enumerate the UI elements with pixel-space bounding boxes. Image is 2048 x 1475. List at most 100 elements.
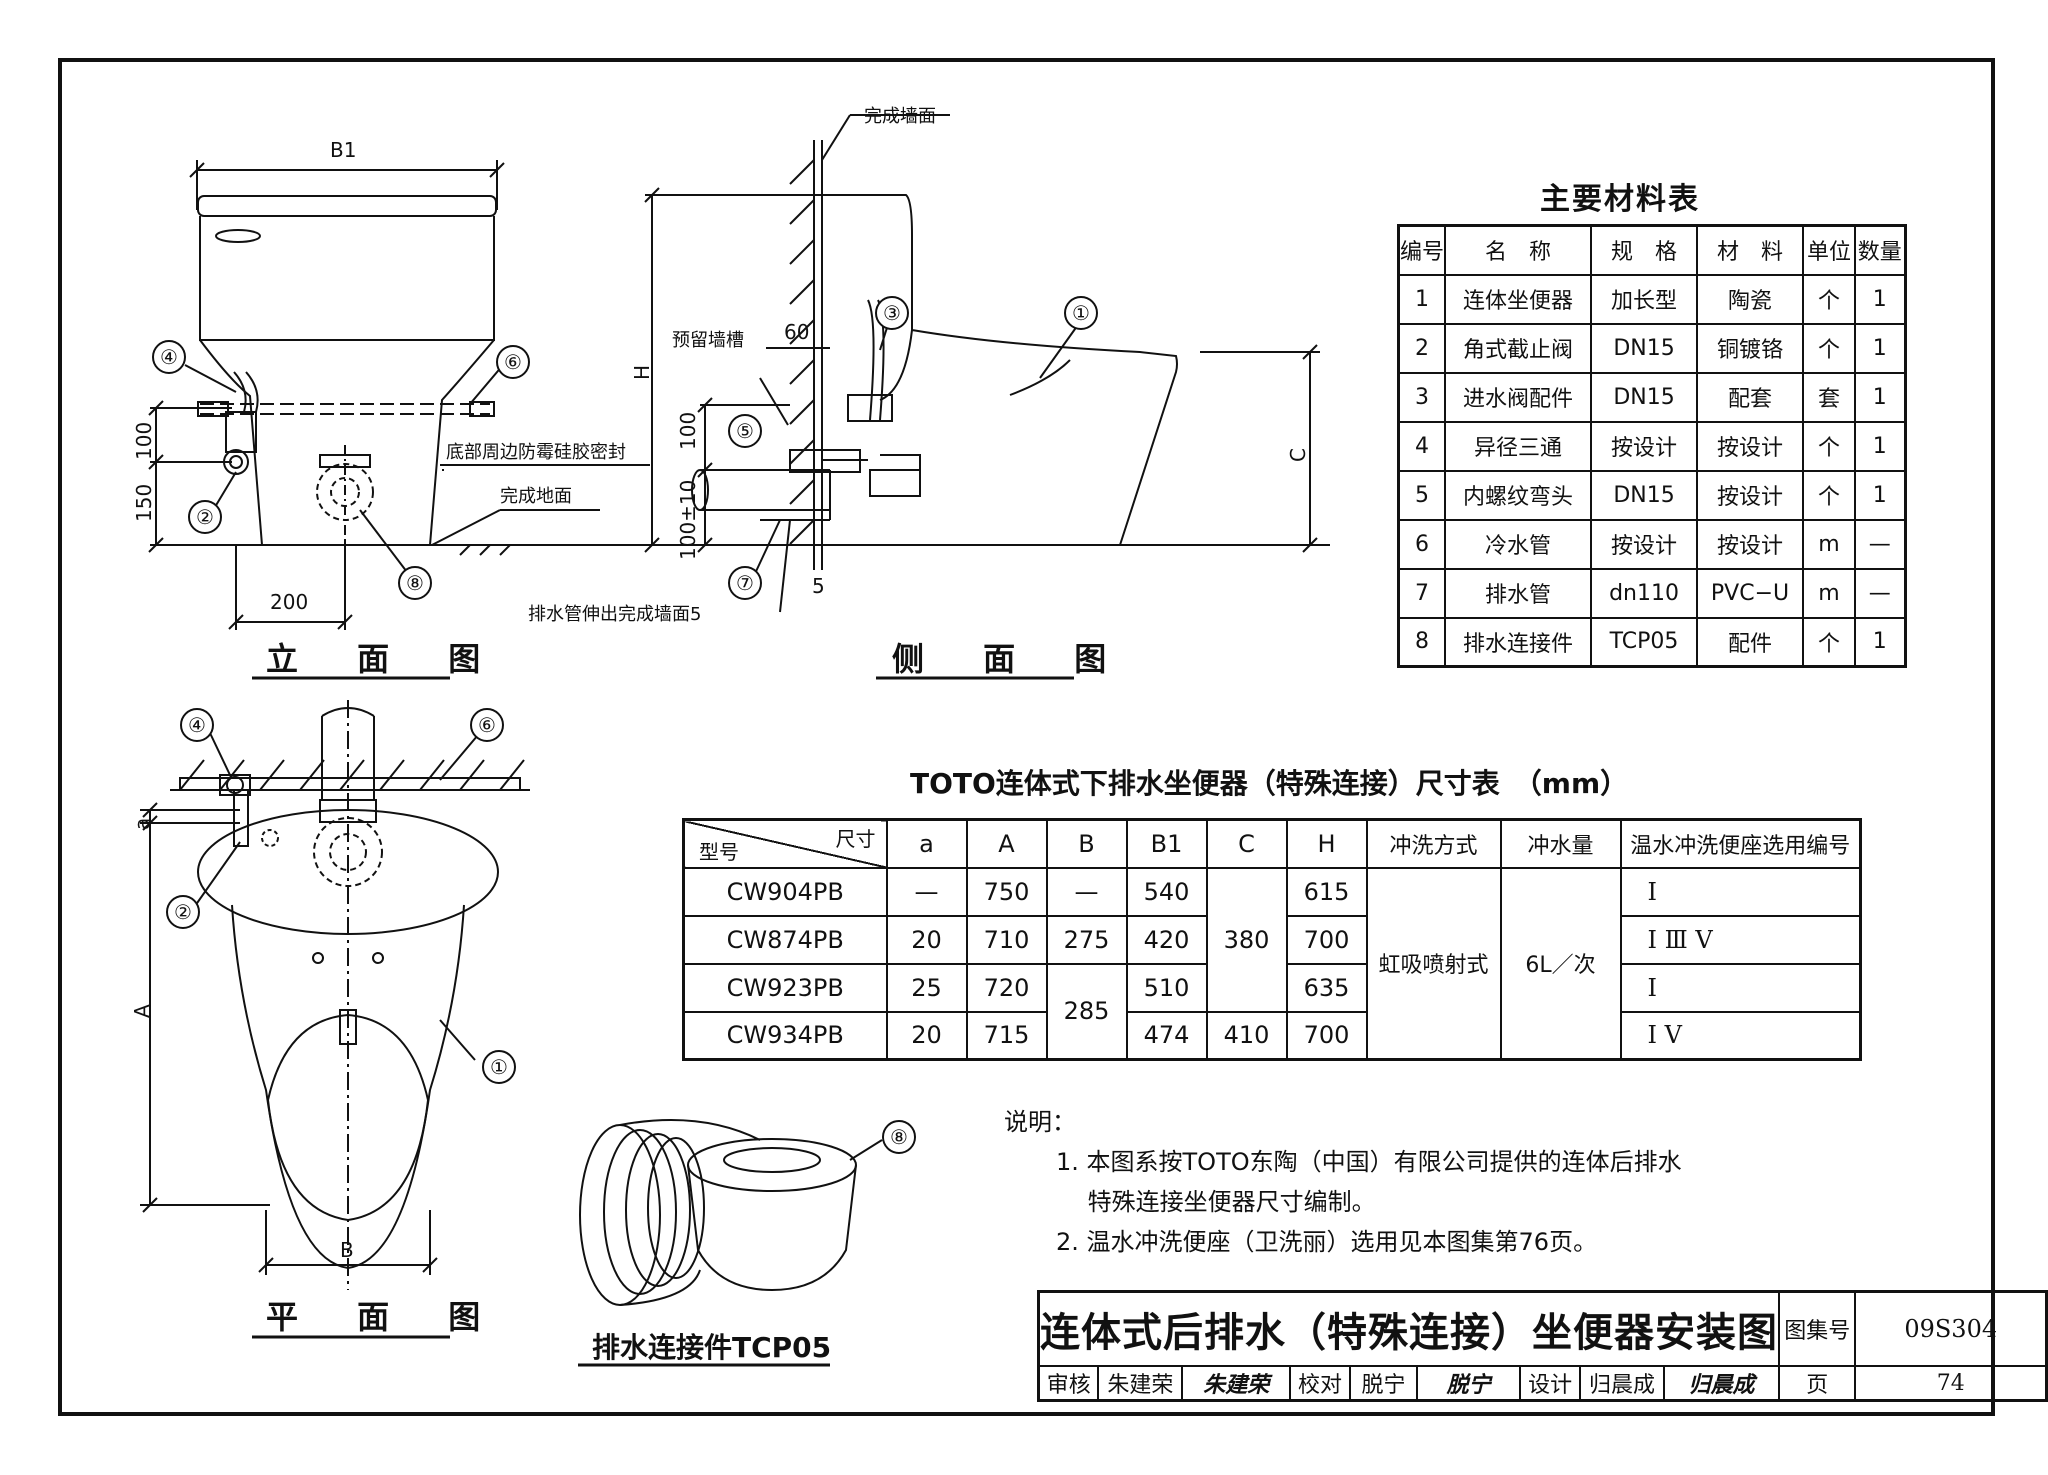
reviewer-signature: 朱建荣	[1181, 1365, 1292, 1402]
materials-cell: 按设计	[1696, 518, 1805, 570]
materials-cell: 个	[1802, 469, 1857, 521]
seat-code-cell: Ⅰ Ⅴ	[1619, 1010, 1862, 1061]
materials-row: 5 内螺纹弯头 DN15 按设计 个 1	[1397, 469, 1907, 521]
notes-item: 2. 温水冲洗便座（卫洗丽）选用见本图集第76页。	[1056, 1228, 1598, 1256]
materials-cell: 套	[1802, 371, 1857, 423]
fitting-callout-8: ⑧	[882, 1120, 916, 1154]
materials-cell: 按设计	[1696, 420, 1805, 472]
materials-row: 6 冷水管 按设计 按设计 m —	[1397, 518, 1907, 570]
materials-cell: 3	[1397, 371, 1447, 423]
materials-cell: 1	[1854, 469, 1907, 521]
notes: 说明： 1. 本图系按TOTO东陶（中国）有限公司提供的连体后排水 特殊连接坐便…	[1004, 1102, 1682, 1262]
dim-A-cell: 710	[965, 914, 1048, 965]
materials-cell: m	[1802, 518, 1857, 570]
materials-cell: 7	[1397, 567, 1447, 619]
materials-cell: —	[1854, 567, 1907, 619]
dimensions-header: 冲洗方式	[1365, 818, 1502, 869]
dim-B1-cell: 540	[1125, 866, 1208, 917]
flush-volume-cell: 6L／次	[1499, 866, 1622, 1061]
side-label-slot: 预留墙槽	[672, 330, 744, 351]
seat-code-cell: Ⅰ Ⅲ Ⅴ	[1619, 914, 1862, 965]
plan-title: 平 面 图	[266, 1298, 505, 1336]
plan-dim-a: A	[130, 1004, 154, 1018]
materials-cell: 陶瓷	[1696, 273, 1805, 325]
materials-cell: 6	[1397, 518, 1447, 570]
dimensions-header: A	[965, 818, 1048, 869]
dim-B-cell: 285	[1045, 962, 1128, 1061]
materials-header: 材 料	[1696, 224, 1805, 276]
materials-cell: 1	[1854, 371, 1907, 423]
side-callout-5: ⑤	[728, 414, 762, 448]
elevation-dim-b1: B1	[330, 138, 357, 162]
check-label: 校对	[1289, 1365, 1352, 1402]
model-cell: CW904PB	[682, 866, 888, 917]
dim-A-cell: 720	[965, 962, 1048, 1013]
review-label: 审核	[1037, 1365, 1100, 1402]
dimensions-title: TOTO连体式下排水坐便器（特殊连接）尺寸表 （mm）	[910, 767, 1629, 800]
reviewer-name: 朱建荣	[1097, 1365, 1184, 1402]
materials-cell: TCP05	[1590, 616, 1699, 668]
model-cell: CW874PB	[682, 914, 888, 965]
side-dim-h: H	[630, 364, 654, 380]
plan-callout-2: ②	[166, 895, 200, 929]
side-dim-10: 100±10	[676, 479, 700, 560]
dimensions-header: a	[885, 818, 968, 869]
model-cell: CW934PB	[682, 1010, 888, 1061]
dimensions-header: C	[1205, 818, 1288, 869]
materials-cell: 进水阀配件	[1444, 371, 1593, 423]
materials-cell: 个	[1802, 273, 1857, 325]
dim-H-cell: 615	[1285, 866, 1368, 917]
materials-header-row: 编号 名 称 规 格 材 料 单位 数量	[1397, 224, 1907, 276]
materials-cell: 5	[1397, 469, 1447, 521]
materials-header: 数量	[1854, 224, 1907, 276]
elevation-callout-6: ⑥	[496, 345, 530, 379]
atlas-label: 图集号	[1777, 1290, 1857, 1367]
notes-item: 特殊连接坐便器尺寸编制。	[1056, 1188, 1376, 1216]
designer-signature: 归晨成	[1662, 1365, 1781, 1402]
seat-code-cell: Ⅰ	[1619, 866, 1862, 917]
side-title: 侧 面 图	[892, 640, 1131, 678]
materials-cell: 配套	[1696, 371, 1805, 423]
materials-cell: m	[1802, 567, 1857, 619]
dim-a-cell: 20	[885, 1010, 968, 1061]
materials-cell: 8	[1397, 616, 1447, 668]
materials-cell: 个	[1802, 616, 1857, 668]
design-label: 设计	[1519, 1365, 1582, 1402]
elevation-note-seal: 底部周边防霉硅胶密封	[446, 442, 626, 463]
dimensions-table: 尺寸 型号 a A B B1 C H 冲洗方式 冲水量 温水冲洗便座选用编号 C…	[682, 818, 1862, 1061]
page-label: 页	[1777, 1365, 1857, 1402]
designer-name: 归晨成	[1579, 1365, 1665, 1402]
materials-cell: 1	[1854, 420, 1907, 472]
elevation-dim-100: 100	[132, 421, 156, 460]
materials-cell: 加长型	[1590, 273, 1699, 325]
dim-H-cell: 700	[1285, 914, 1368, 965]
dimensions-corner-top: 尺寸	[835, 827, 876, 851]
materials-title: 主要材料表	[1540, 182, 1700, 217]
dim-C-cell: 410	[1205, 1010, 1288, 1061]
materials-cell: 连体坐便器	[1444, 273, 1593, 325]
checker-signature: 脱宁	[1416, 1365, 1522, 1402]
materials-cell: dn110	[1590, 567, 1699, 619]
materials-row: 1 连体坐便器 加长型 陶瓷 个 1	[1397, 273, 1907, 325]
drawing-title: 连体式后排水（特殊连接）坐便器安装图	[1037, 1290, 1780, 1367]
elevation-title: 立 面 图	[266, 640, 505, 678]
dimensions-row: CW874PB 20 710 275 420 700 Ⅰ Ⅲ Ⅴ	[682, 914, 1862, 965]
side-dim-5: 5	[812, 574, 825, 598]
dimensions-header: 温水冲洗便座选用编号	[1619, 818, 1862, 869]
side-callout-3: ③	[875, 296, 909, 330]
materials-cell: 按设计	[1696, 469, 1805, 521]
dim-A-cell: 750	[965, 866, 1048, 917]
dim-B-cell: 275	[1045, 914, 1128, 965]
materials-cell: 1	[1397, 273, 1447, 325]
dim-B1-cell: 510	[1125, 962, 1208, 1013]
materials-cell: 角式截止阀	[1444, 322, 1593, 374]
materials-cell: 排水连接件	[1444, 616, 1593, 668]
materials-header: 规 格	[1590, 224, 1699, 276]
materials-cell: 1	[1854, 616, 1907, 668]
plan-callout-4: ④	[180, 708, 214, 742]
dimensions-header: 冲水量	[1499, 818, 1622, 869]
dimensions-corner-cell: 尺寸 型号	[682, 818, 888, 869]
dim-a-cell: 25	[885, 962, 968, 1013]
